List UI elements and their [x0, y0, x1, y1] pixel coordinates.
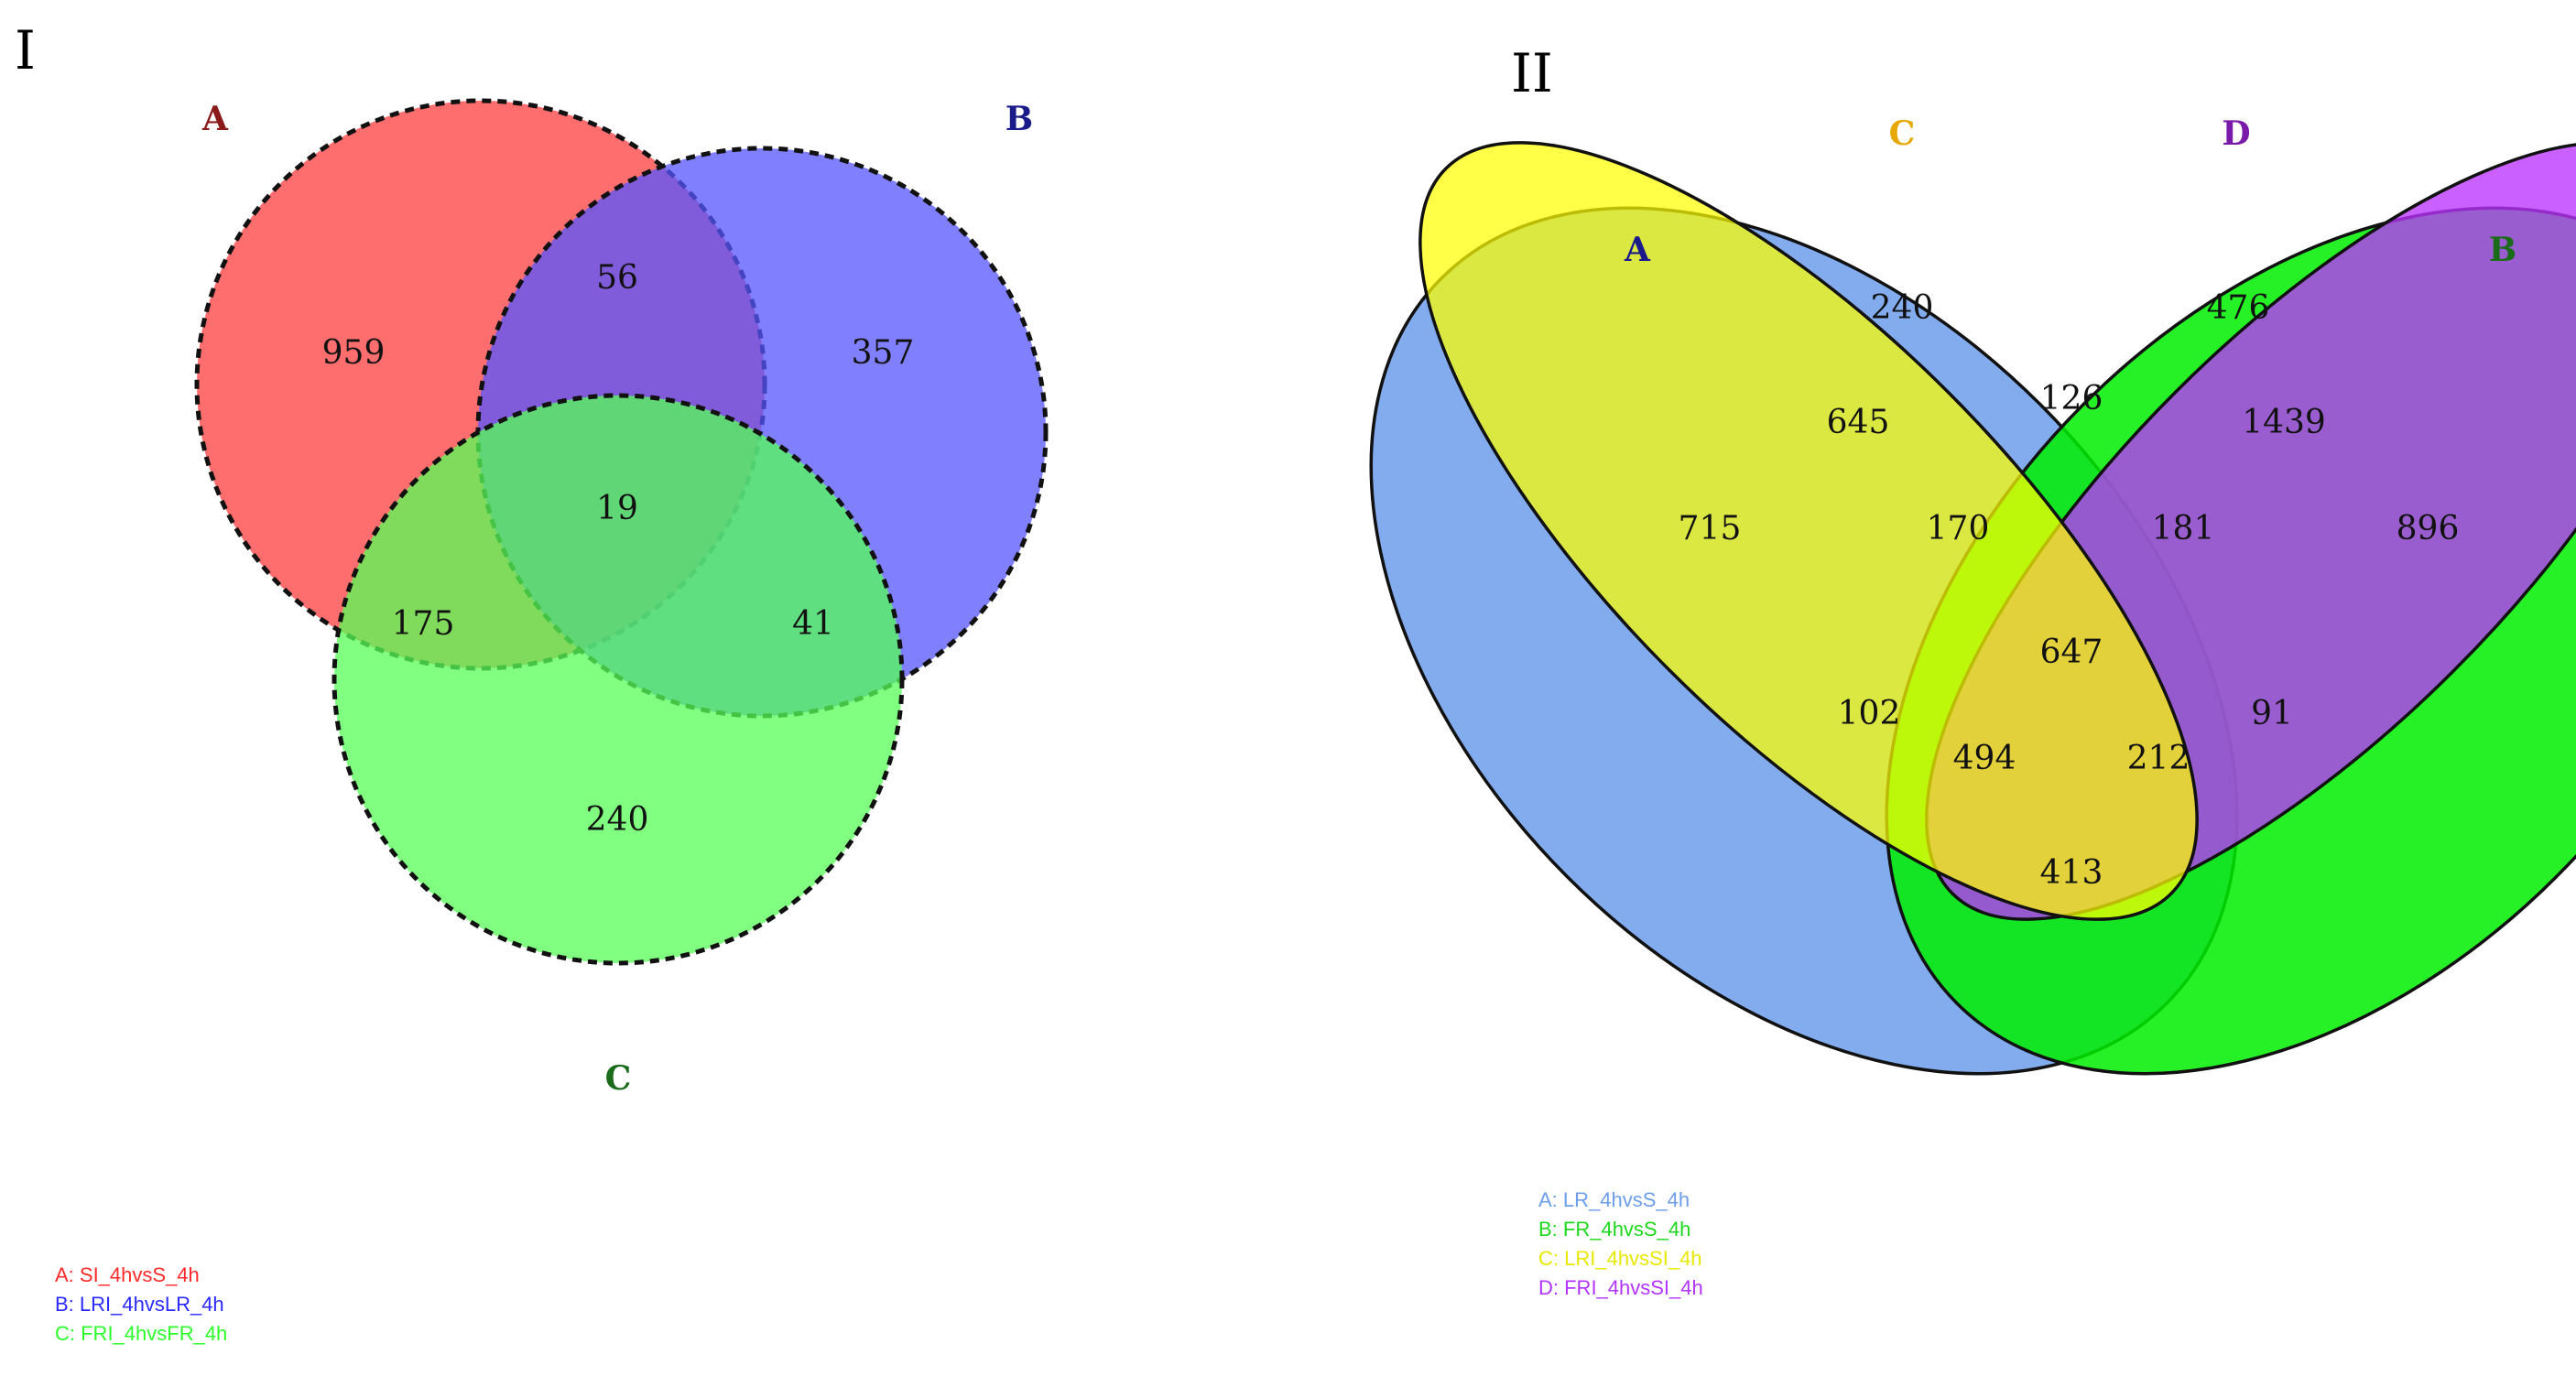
count-ac: 175: [392, 605, 455, 643]
count-four-a-only: 715: [1679, 510, 1742, 547]
panel-two: II A B C D 240 476 126 645 1439 715 170 …: [1369, 42, 2576, 1299]
set-label-a-four: A: [1624, 231, 1651, 269]
count-four-b-only: 896: [2397, 510, 2460, 547]
count-four-bd: 1439: [2242, 404, 2326, 441]
count-four-bc: 91: [2251, 695, 2293, 732]
set-label-b-four: B: [2489, 231, 2516, 269]
venn-circle-c: [332, 393, 905, 966]
legend-item-b: B: LRI_4hvsLR_4h: [55, 1293, 224, 1316]
count-four-ad: 102: [1838, 695, 1901, 732]
legend-four-item-a: A: LR_4hvsS_4h: [1538, 1188, 1690, 1211]
count-bc: 41: [792, 605, 834, 643]
three-set-venn: [194, 98, 1049, 966]
legend-item-a: A: SI_4hvsS_4h: [55, 1263, 200, 1286]
count-four-acd: 170: [1927, 510, 1990, 547]
count-abc: 19: [596, 490, 638, 527]
legend-panel-two: A: LR_4hvsS_4h B: FR_4hvsS_4h C: LRI_4hv…: [1538, 1188, 1703, 1299]
panel-one: I A B C 959 56 357 19 175 41 240 A: SI_4…: [15, 19, 1049, 1345]
count-four-abd: 494: [1953, 740, 2016, 777]
count-four-bcd: 181: [2152, 510, 2215, 547]
count-four-d-only: 476: [2207, 289, 2270, 327]
count-four-abcd: 647: [2040, 634, 2103, 671]
panel-one-label: I: [15, 19, 36, 81]
count-four-ac: 645: [1827, 404, 1890, 441]
set-label-c-four: C: [1889, 114, 1916, 153]
count-ab: 56: [596, 259, 638, 297]
count-four-ab: 413: [2040, 854, 2103, 892]
count-c-only: 240: [586, 801, 649, 839]
legend-item-c: C: FRI_4hvsFR_4h: [55, 1322, 227, 1345]
legend-four-item-d: D: FRI_4hvsSI_4h: [1538, 1276, 1703, 1299]
venn-ellipse-c: [1418, 141, 2199, 921]
set-label-b: B: [1005, 100, 1033, 138]
legend-four-item-c: C: LRI_4hvsSI_4h: [1538, 1247, 1702, 1270]
count-a-only: 959: [322, 334, 386, 372]
count-b-only: 357: [852, 334, 915, 372]
panel-two-label: II: [1511, 42, 1553, 104]
four-set-venn: [1369, 141, 2576, 1076]
set-label-c: C: [605, 1059, 632, 1098]
count-four-abc: 212: [2127, 740, 2190, 777]
legend-panel-one: A: SI_4hvsS_4h B: LRI_4hvsLR_4h C: FRI_4…: [55, 1263, 227, 1345]
count-four-cd: 126: [2040, 380, 2103, 417]
set-label-a: A: [201, 100, 229, 138]
set-label-d-four: D: [2222, 114, 2250, 153]
count-four-c-only: 240: [1871, 289, 1934, 327]
legend-four-item-b: B: FR_4hvsS_4h: [1538, 1218, 1690, 1241]
